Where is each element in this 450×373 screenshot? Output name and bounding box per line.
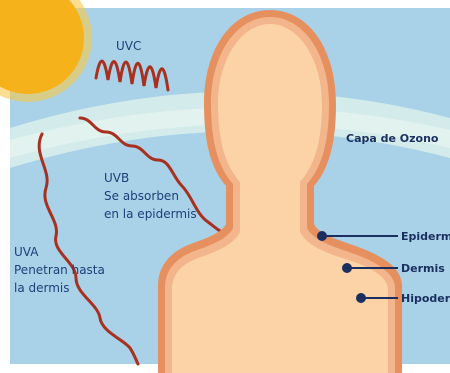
hipodermis-label: Hipodermis bbox=[401, 292, 450, 305]
uva-desc-line-1: Penetran hasta bbox=[14, 263, 105, 277]
uvb-label: UVB bbox=[104, 171, 129, 185]
uvc-label: UVC bbox=[116, 39, 141, 53]
uvb-desc-line-1: Se absorben bbox=[104, 189, 179, 203]
epidermis-label: Epidermis bbox=[401, 230, 450, 243]
uva-desc-line-2: la dermis bbox=[14, 281, 70, 295]
ozone-label: Capa de Ozono bbox=[346, 132, 439, 145]
uva-label: UVA bbox=[14, 245, 39, 259]
dermis-label: Dermis bbox=[401, 262, 445, 275]
uvb-desc-line-2: en la epidermis bbox=[104, 207, 197, 221]
